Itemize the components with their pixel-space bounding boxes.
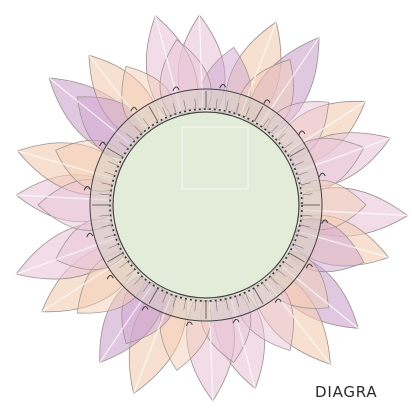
- center-disc: [113, 112, 299, 298]
- caption-label: DIAGRA: [315, 383, 377, 401]
